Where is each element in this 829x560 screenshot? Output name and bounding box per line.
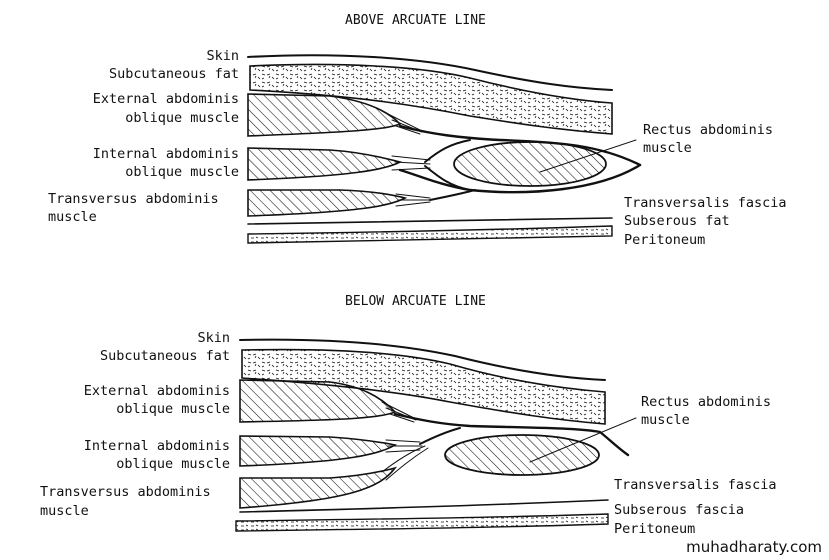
- internal-oblique-aponeurosis: [385, 439, 423, 453]
- label-external-oblique-1: External abdominis: [84, 383, 230, 399]
- panel-above-arcuate-line: ABOVE ARCUATE LINE Skin Subcutaneous fat: [48, 13, 787, 248]
- external-oblique-muscle: [239, 379, 397, 423]
- label-subcutaneous-fat: Subcutaneous fat: [100, 348, 230, 364]
- label-subserous: Subserous fat: [624, 213, 730, 229]
- internal-oblique-join: [419, 427, 461, 445]
- label-rectus-2: muscle: [643, 140, 692, 156]
- transversus-aponeurosis: [395, 193, 433, 207]
- label-skin: Skin: [206, 48, 239, 64]
- label-transversus-1: Transversus abdominis: [48, 191, 219, 207]
- subcutaneous-fat-layer: [241, 348, 606, 425]
- label-peritoneum: Peritoneum: [624, 232, 705, 248]
- skin-layer: [247, 54, 613, 91]
- label-rectus-1: Rectus abdominis: [643, 122, 773, 138]
- label-transversus-1: Transversus abdominis: [40, 484, 211, 500]
- anterior-rectus-sheath: [398, 124, 642, 167]
- subserous-fascia-layer: [235, 513, 609, 532]
- rectus-pointer: [529, 417, 637, 463]
- label-internal-oblique-1: Internal abdominis: [93, 146, 239, 162]
- label-subcutaneous-fat: Subcutaneous fat: [109, 66, 239, 82]
- subcutaneous-fat-layer: [249, 63, 613, 135]
- watermark: muhadharaty.com: [686, 538, 822, 556]
- label-internal-oblique-2: oblique muscle: [125, 164, 239, 180]
- rectus-abdominis-muscle: [444, 434, 600, 476]
- label-external-oblique-2: oblique muscle: [125, 110, 239, 126]
- label-internal-oblique-2: oblique muscle: [116, 456, 230, 472]
- label-external-oblique-1: External abdominis: [93, 91, 239, 107]
- transversalis-fascia-line: [247, 217, 613, 225]
- rectus-abdominis-muscle: [453, 141, 607, 187]
- panel-title: ABOVE ARCUATE LINE: [345, 13, 486, 28]
- subserous-fat-layer: [247, 225, 613, 244]
- label-transversalis-fascia: Transversalis fascia: [614, 477, 777, 493]
- label-internal-oblique-1: Internal abdominis: [84, 438, 230, 454]
- transversus-abdominis-muscle: [239, 466, 398, 509]
- transversus-abdominis-muscle: [247, 189, 408, 217]
- label-transversus-2: muscle: [40, 503, 89, 519]
- anterior-rectus-sheath: [393, 412, 630, 457]
- label-peritoneum: Peritoneum: [614, 521, 695, 537]
- skin-layer: [239, 338, 606, 381]
- label-rectus-2: muscle: [641, 412, 690, 428]
- transversus-join: [429, 189, 476, 201]
- posterior-rectus-sheath: [398, 163, 642, 194]
- transversalis-fascia-line: [239, 499, 609, 513]
- internal-oblique-aponeurosis: [391, 155, 431, 171]
- rectus-pointer: [539, 139, 637, 173]
- internal-oblique-muscle: [239, 435, 398, 467]
- panel-below-arcuate-line: BELOW ARCUATE LINE Skin Subcutaneous fat…: [40, 294, 777, 537]
- label-skin: Skin: [197, 330, 230, 346]
- internal-oblique-muscle: [247, 147, 403, 181]
- panel-title: BELOW ARCUATE LINE: [345, 294, 486, 309]
- label-external-oblique-2: oblique muscle: [116, 401, 230, 417]
- transversus-aponeurosis: [381, 445, 429, 481]
- external-oblique-muscle: [247, 93, 402, 137]
- label-subserous: Subserous fascia: [614, 502, 744, 518]
- label-rectus-1: Rectus abdominis: [641, 394, 771, 410]
- label-transversus-2: muscle: [48, 209, 97, 225]
- internal-oblique-split: [424, 139, 471, 191]
- label-transversalis-fascia: Transversalis fascia: [624, 195, 787, 211]
